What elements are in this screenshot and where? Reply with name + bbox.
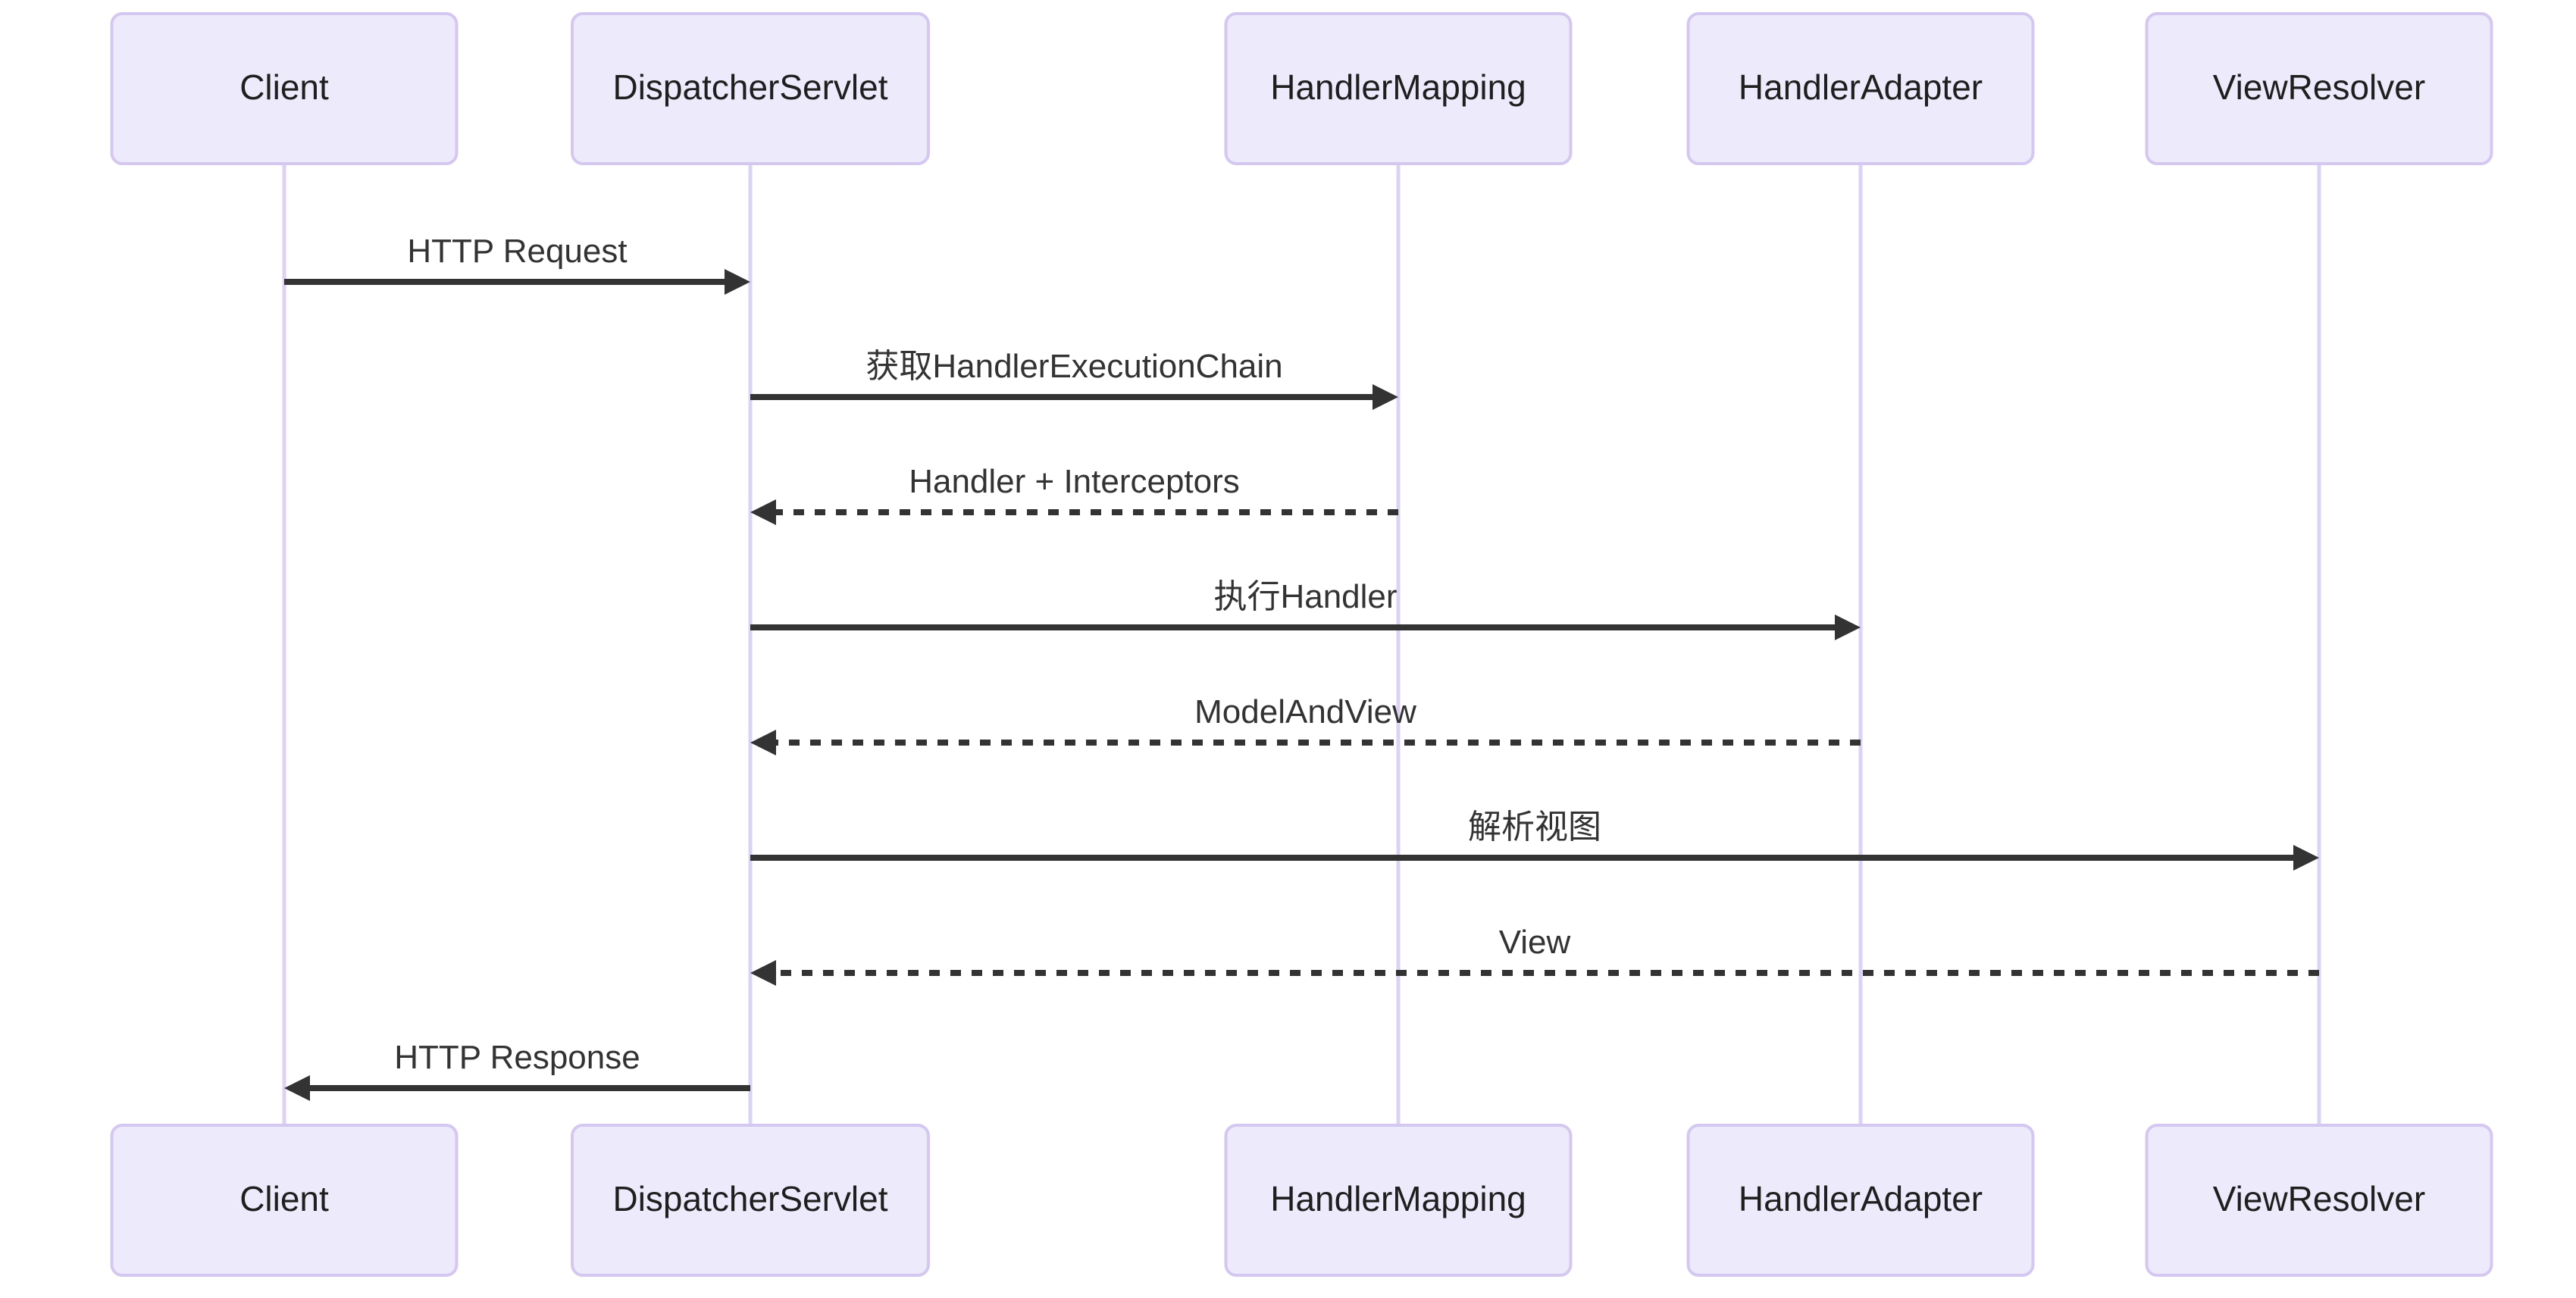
actor-box-top-dispatcher — [571, 12, 930, 165]
actor-label-bottom-viewresolver: ViewResolver — [2213, 1179, 2425, 1218]
actors-bottom-group: Client DispatcherServlet HandlerMapping Han… — [110, 1124, 2493, 1277]
actor-top-dispatcher: DispatcherServlet — [571, 12, 930, 165]
actor-label-top-dispatcher: DispatcherServlet — [612, 67, 887, 107]
actor-label-bottom-handlermapping: HandlerMapping — [1270, 1179, 1526, 1218]
message-label-2: 获取HandlerExecutionChain — [865, 348, 1282, 385]
message-label-3: Handler + Interceptors — [909, 463, 1240, 500]
actor-box-top-client — [110, 12, 459, 165]
actor-box-bottom-dispatcher — [571, 1124, 930, 1277]
message-8: HTTP Response — [284, 1039, 750, 1101]
actor-label-top-handlermapping: HandlerMapping — [1270, 67, 1526, 107]
actor-bottom-client: Client — [110, 1124, 459, 1277]
actor-bottom-handlermapping: HandlerMapping — [1224, 1124, 1573, 1277]
message-4: 执行Handler — [750, 578, 1861, 640]
message-arrowhead-5 — [750, 730, 776, 755]
message-label-1: HTTP Request — [407, 233, 627, 270]
message-label-4: 执行Handler — [1213, 578, 1397, 615]
actor-box-bottom-viewresolver — [2145, 1124, 2493, 1277]
actor-box-bottom-handlermapping — [1224, 1124, 1573, 1277]
message-arrowhead-3 — [750, 499, 776, 525]
actor-box-top-handleradapter — [1686, 12, 2035, 165]
actor-bottom-viewresolver: ViewResolver — [2145, 1124, 2493, 1277]
actor-box-top-handlermapping — [1224, 12, 1573, 165]
message-arrowhead-6 — [2293, 845, 2319, 871]
message-1: HTTP Request — [284, 233, 750, 295]
message-label-5: ModelAndView — [1194, 693, 1416, 730]
message-6: 解析视图 — [750, 809, 2319, 871]
actor-box-top-viewresolver — [2145, 12, 2493, 165]
message-label-7: View — [1499, 924, 1571, 961]
actor-label-bottom-dispatcher: DispatcherServlet — [612, 1179, 887, 1218]
message-7: View — [750, 924, 2319, 986]
message-arrowhead-8 — [284, 1075, 310, 1101]
actor-top-client: Client — [110, 12, 459, 165]
message-3: Handler + Interceptors — [750, 463, 1398, 525]
message-label-8: HTTP Response — [394, 1039, 640, 1076]
messages-group: HTTP Request 获取HandlerExecutionChainHandl… — [284, 233, 2319, 1101]
message-label-6: 解析视图 — [1468, 809, 1601, 846]
message-arrowhead-4 — [1835, 615, 1861, 640]
actor-top-viewresolver: ViewResolver — [2145, 12, 2493, 165]
actors-top-group: Client DispatcherServlet HandlerMapping Han… — [110, 12, 2493, 165]
message-arrowhead-2 — [1373, 384, 1398, 410]
message-arrowhead-1 — [725, 269, 750, 295]
actor-label-bottom-handleradapter: HandlerAdapter — [1739, 1179, 1983, 1218]
actor-bottom-handleradapter: HandlerAdapter — [1686, 1124, 2035, 1277]
actor-bottom-dispatcher: DispatcherServlet — [571, 1124, 930, 1277]
message-5: ModelAndView — [750, 693, 1861, 755]
actor-box-bottom-handleradapter — [1686, 1124, 2035, 1277]
actor-label-top-client: Client — [239, 67, 329, 107]
actor-top-handlermapping: HandlerMapping — [1224, 12, 1573, 165]
actor-label-bottom-client: Client — [239, 1179, 329, 1218]
actor-box-bottom-client — [110, 1124, 459, 1277]
lifelines-group — [282, 164, 2321, 1125]
actor-label-top-handleradapter: HandlerAdapter — [1739, 67, 1983, 107]
actor-label-top-viewresolver: ViewResolver — [2213, 67, 2425, 107]
message-2: 获取HandlerExecutionChain — [750, 348, 1398, 410]
actor-top-handleradapter: HandlerAdapter — [1686, 12, 2035, 165]
message-arrowhead-7 — [750, 960, 776, 986]
